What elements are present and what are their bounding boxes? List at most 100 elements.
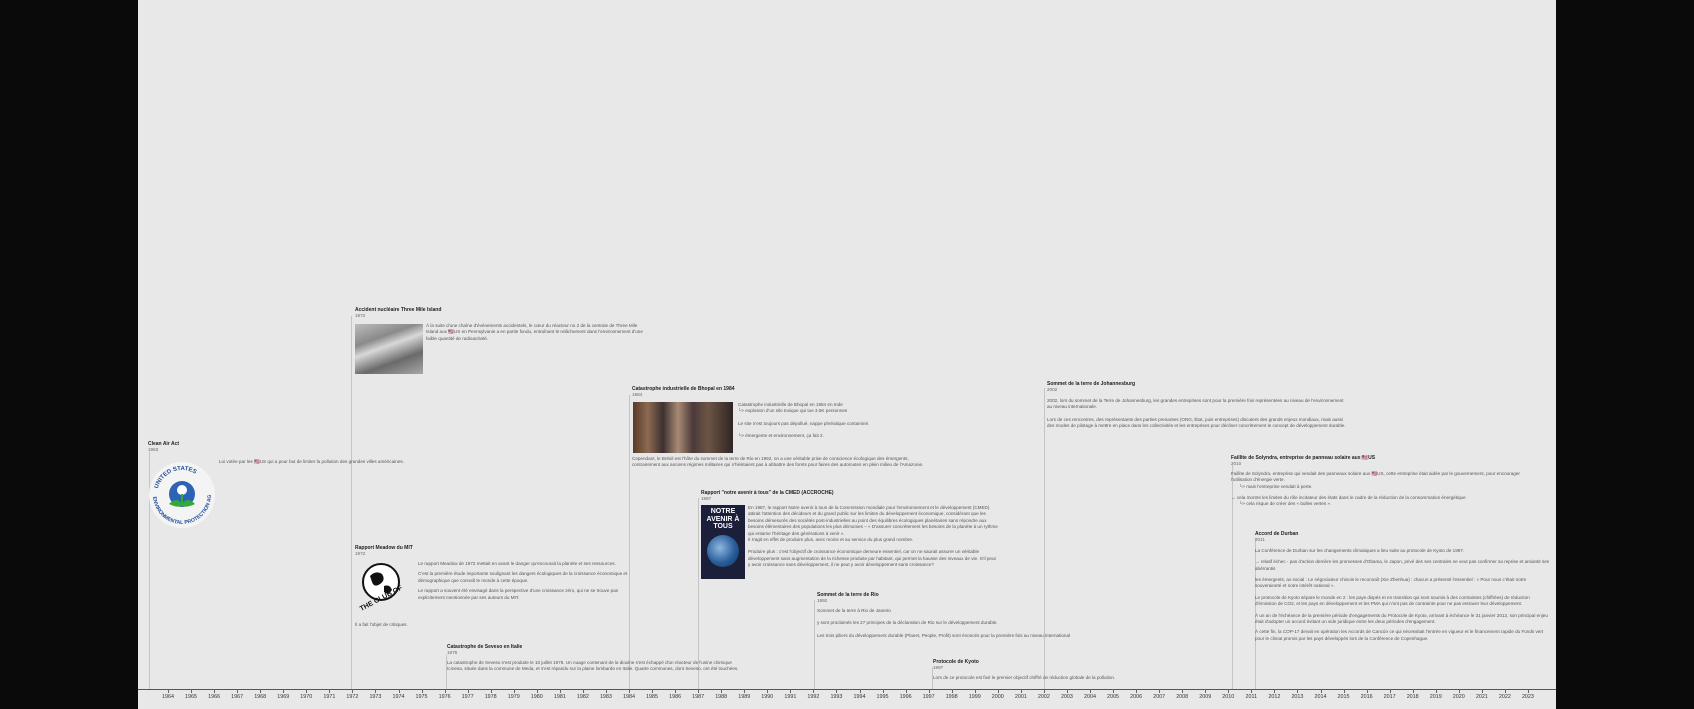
event-paragraph: À un an de l'échéance de la première pér…	[1255, 612, 1548, 625]
axis-year-label: 1964	[162, 694, 174, 700]
book-cover-title: NOTRE AVENIR À TOUS	[706, 508, 740, 530]
axis-tick	[467, 689, 469, 693]
axis-year-label: 1988	[715, 694, 728, 700]
axis-year-label: 1986	[669, 694, 682, 700]
event-paragraph: Il a fait l'objet de critiques.	[355, 622, 408, 627]
event-year: 1976	[447, 650, 458, 656]
event-durban-accord[interactable]: Accord de Durban 2011 La Conférence de D…	[1255, 531, 1550, 646]
event-title: Sommet de la terre de Johannesburg	[1047, 381, 1136, 387]
axis-year-label: 2000	[991, 694, 1004, 700]
axis-tick	[1020, 689, 1022, 693]
event-title: Faillite de Solyndra, entreprise de pann…	[1231, 455, 1376, 461]
axis-year-label: 2011	[1245, 694, 1258, 700]
event-year: 1997	[933, 665, 944, 671]
event-paragraph: Cependant, le Brésil est l'hôte du somme…	[632, 456, 924, 468]
event-year: 2011	[1255, 537, 1265, 543]
event-text: Loi votée par les 🇺🇸US qui a pour but de…	[219, 459, 439, 465]
axis-year-label: 2008	[1176, 694, 1189, 700]
axis-tick	[1228, 689, 1230, 693]
axis-tick	[1159, 689, 1161, 693]
event-cmed-report[interactable]: Rapport "notre avenir à tous" de la CMED…	[701, 490, 1001, 506]
event-paragraph: Le rapport a souvent été envisagé dans l…	[418, 588, 619, 600]
event-rio-summit[interactable]: Sommet de la terre de Rio 1992 Sommet de…	[817, 592, 1097, 643]
three-mile-island-photo	[355, 324, 423, 374]
axis-tick	[1297, 689, 1299, 693]
timeline-canvas[interactable]: Clean Air Act 1963 Loi votée par les 🇺🇸U…	[138, 0, 1556, 709]
event-johannesburg-summit[interactable]: Sommet de la terre de Johannesburg 2002 …	[1047, 381, 1347, 433]
axis-tick	[329, 689, 331, 693]
event-paragraph: Faillite de Solyndra, entreprise qui ven…	[1231, 470, 1520, 483]
earth-image	[707, 535, 739, 567]
axis-year-label: 2016	[1360, 694, 1373, 700]
axis-tick	[997, 689, 999, 693]
event-year: 1963	[148, 447, 159, 453]
event-bhopal[interactable]: Catastrophe industrielle de Bhopal en 19…	[632, 386, 932, 402]
axis-tick	[536, 689, 538, 693]
axis-year-label: 2015	[1337, 694, 1350, 700]
axis-tick	[168, 689, 169, 693]
axis-tick	[1458, 689, 1460, 693]
axis-line	[138, 689, 1556, 690]
event-title: Clean Air Act	[148, 441, 180, 447]
event-connector	[1255, 538, 1256, 689]
axis-tick	[605, 689, 607, 693]
axis-tick	[1320, 689, 1322, 693]
event-title: Rapport Meadow du MIT	[355, 545, 413, 551]
axis-tick	[629, 689, 630, 693]
event-paragraph: → cela montre les limites du rôle incita…	[1231, 495, 1466, 501]
axis-tick	[260, 689, 262, 693]
axis-year-label: 1987	[692, 694, 705, 700]
axis-year-label: 1975	[415, 694, 428, 700]
event-connector	[932, 667, 933, 689]
event-paragraph: La Conférence de Durban sur les changeme…	[1255, 547, 1465, 553]
event-description: Loi votée par les 🇺🇸US qui a pour but de…	[219, 459, 404, 464]
axis-year-label: 2017	[1383, 694, 1396, 700]
event-paragraph: Le protocole de Kyoto sépare le monde en…	[1255, 594, 1530, 607]
axis-year-label: 2022	[1498, 694, 1511, 700]
event-seveso[interactable]: Catastrophe de Seveso en Italie 1976 La …	[447, 644, 747, 673]
event-text: Catastrophe industrielle de Bhopal en 19…	[738, 402, 908, 444]
axis-tick	[836, 689, 838, 693]
event-text: Cependant, le Brésil est l'hôte du somme…	[632, 456, 928, 473]
event-kyoto-protocol[interactable]: Protocole de Kyoto 1997 Lors de ce proto…	[933, 659, 1193, 681]
axis-year-label: 1968	[254, 694, 267, 700]
axis-tick	[306, 689, 308, 693]
event-clean-air-act[interactable]: Clean Air Act 1963	[148, 441, 208, 457]
axis-tick	[1274, 689, 1276, 693]
event-title: Sommet de la terre de Rio	[817, 592, 879, 598]
axis-tick	[1435, 689, 1437, 693]
event-three-mile-island[interactable]: Accident nucléaire Three Mile Island 197…	[355, 307, 675, 323]
event-title: Protocole de Kyoto	[933, 659, 979, 665]
event-paragraph: y sont proclamés les 27 principes de la …	[817, 620, 998, 626]
axis-tick	[928, 689, 930, 693]
axis-year-label: 2018	[1406, 694, 1419, 700]
event-rapport-meadow[interactable]: Rapport Meadow du MIT 1972	[355, 545, 555, 561]
axis-year-label: 2019	[1429, 694, 1442, 700]
axis-tick	[951, 689, 953, 693]
event-paragraph: C'est la première étude importante souli…	[418, 571, 628, 583]
event-paragraph: → relatif échec - pas d'action derrière …	[1255, 559, 1550, 571]
event-solyndra[interactable]: Faillite de Solyndra, entreprise de pann…	[1231, 455, 1521, 512]
event-year: 1987	[701, 496, 712, 502]
axis-tick	[1504, 689, 1506, 693]
bhopal-factory-photo	[633, 402, 733, 453]
event-year: 2002	[1047, 387, 1058, 393]
axis-year-label: 1971	[323, 694, 336, 700]
axis-tick	[813, 689, 815, 693]
axis-tick	[1090, 689, 1091, 693]
axis-tick	[352, 689, 354, 693]
axis-year-label: 1999	[968, 694, 981, 700]
event-paragraph: └> cela risque de créer des « bulles ver…	[1239, 501, 1332, 507]
axis-year-label: 1992	[807, 694, 820, 700]
axis-year-label: 1977	[461, 694, 474, 700]
event-paragraph: └> explosion d'un silo toxique qui tue 3…	[738, 408, 848, 414]
event-year: 2010	[1231, 461, 1242, 467]
axis-tick	[1343, 689, 1345, 693]
event-connector	[149, 452, 150, 689]
event-year: 1984	[632, 392, 643, 398]
axis-year-label: 1991	[784, 694, 797, 700]
axis-year-label: 2007	[1153, 694, 1166, 700]
axis-year-label: 1996	[899, 694, 912, 700]
axis-year-label: 2006	[1130, 694, 1143, 700]
